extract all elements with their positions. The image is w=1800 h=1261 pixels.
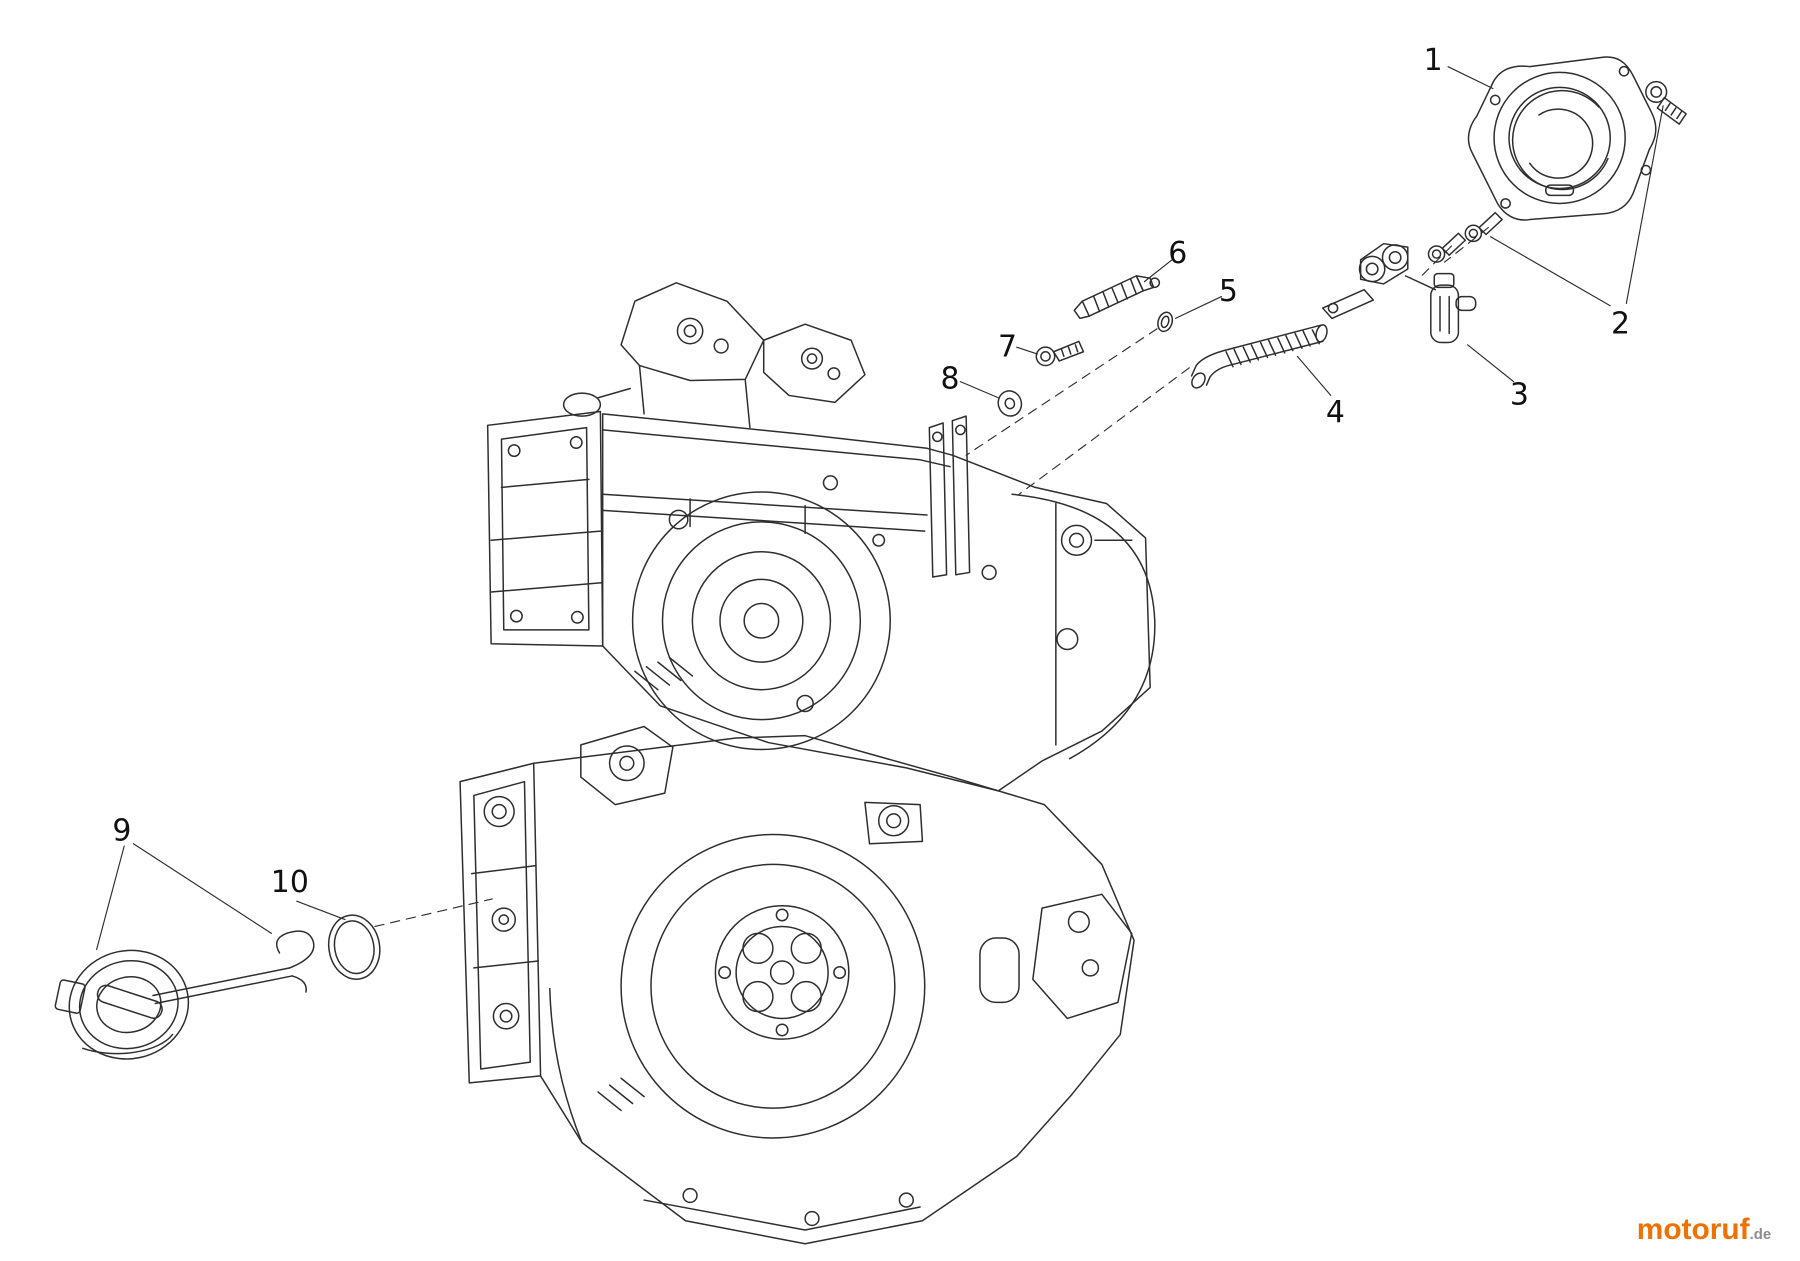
pump-screw <box>1035 340 1085 367</box>
callout-label-7: 7 <box>998 329 1017 364</box>
motoruf-logo-brand: motoruf <box>1637 1213 1750 1246</box>
cover-plate-screw <box>1645 80 1687 125</box>
callout-label-5: 5 <box>1219 274 1238 309</box>
callout-label-6: 6 <box>1168 236 1187 271</box>
callout-label-2: 2 <box>1611 306 1630 341</box>
small-o-ring <box>1157 311 1174 333</box>
lower-crankcase-half <box>459 725 1135 1245</box>
oil-tank-cap <box>54 949 190 1060</box>
callout-label-4: 4 <box>1326 395 1345 430</box>
motoruf-logo-tld: .de <box>1750 1226 1772 1243</box>
callout-label-10: 10 <box>271 865 309 900</box>
cap-o-ring <box>327 914 381 980</box>
oiler-plunger <box>1073 275 1161 320</box>
callout-label-1: 1 <box>1424 43 1443 78</box>
pump-mount-screws <box>1427 211 1503 263</box>
callout-label-3: 3 <box>1510 378 1529 413</box>
callout-leader-lines <box>96 66 1664 951</box>
upper-crankcase-half <box>486 282 1156 792</box>
assembly-dashed-lines <box>374 227 1489 928</box>
callout-label-9: 9 <box>112 813 131 848</box>
oiler-spring <box>1190 324 1328 389</box>
washer <box>997 390 1023 417</box>
motoruf-logo: motoruf.de <box>1637 1213 1771 1246</box>
callout-label-8: 8 <box>941 362 960 397</box>
oil-pump-assembly <box>1321 242 1477 344</box>
oil-pump-cover-plate <box>1467 56 1657 221</box>
cap-retainer-clip <box>152 930 315 1005</box>
